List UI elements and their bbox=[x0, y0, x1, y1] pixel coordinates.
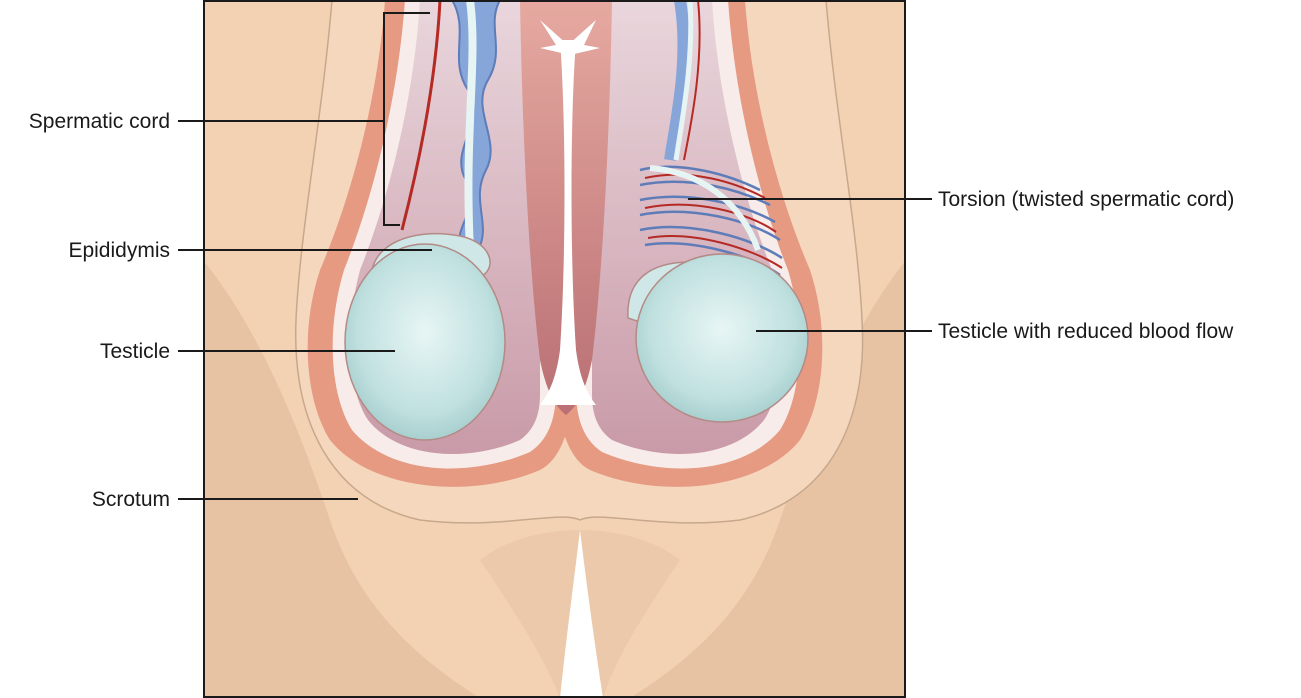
right-thigh bbox=[630, 260, 906, 698]
illustration-panel bbox=[203, 0, 906, 698]
panel-border bbox=[203, 0, 906, 698]
raphe bbox=[540, 40, 596, 405]
label-testicle-reduced-flow: Testicle with reduced blood flow bbox=[938, 320, 1234, 343]
label-epididymis: Epididymis bbox=[68, 239, 170, 262]
left-thigh bbox=[203, 260, 480, 698]
testicle-right bbox=[635, 253, 809, 423]
label-spermatic-cord: Spermatic cord bbox=[29, 110, 170, 133]
gap-between-thighs bbox=[560, 530, 603, 698]
label-scrotum: Scrotum bbox=[92, 488, 170, 511]
spermatic-cord-bracket bbox=[383, 12, 430, 226]
septum-top bbox=[540, 20, 600, 55]
vas-deferens-left bbox=[464, 0, 477, 251]
label-testicle: Testicle bbox=[100, 340, 170, 363]
artery-left bbox=[400, 0, 442, 231]
testicle-left bbox=[344, 243, 506, 441]
label-torsion: Torsion (twisted spermatic cord) bbox=[938, 188, 1234, 211]
twisted-cord-right bbox=[639, 0, 783, 277]
